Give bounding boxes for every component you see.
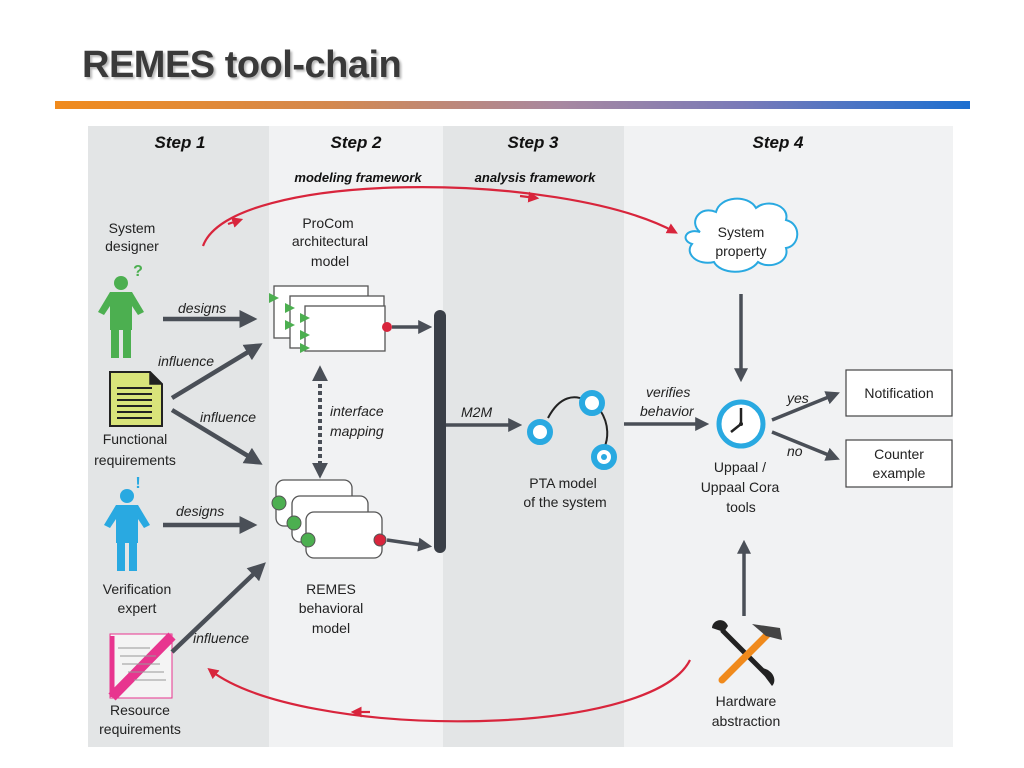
- procom-label-1: ProCom: [302, 215, 353, 231]
- hardware-label-2: abstraction: [712, 713, 780, 729]
- influence-arrow-2: [170, 408, 263, 465]
- pta-label-2: of the system: [523, 494, 606, 510]
- modeling-framework-label: modeling framework: [294, 170, 422, 185]
- notification-label: Notification: [864, 385, 933, 401]
- verifies-label-1: verifies: [646, 384, 690, 400]
- step2-band: [269, 126, 443, 747]
- top-arc-mid-arrow-2: [519, 191, 540, 203]
- influence-arrow-1: [170, 343, 263, 400]
- counter-example-box: [845, 439, 953, 488]
- procom-label-3: model: [311, 253, 349, 269]
- influence-label-1: influence: [158, 353, 214, 369]
- remes-label-3: model: [312, 620, 350, 636]
- uppaal-label-2: Uppaal Cora: [701, 479, 780, 495]
- yes-label: yes: [786, 390, 809, 406]
- procom-component-stack: [269, 285, 392, 353]
- uppaal-clock-icon: [716, 399, 766, 449]
- resource-requirements-label-2: requirements: [99, 721, 181, 737]
- hardware-tools-icon: [712, 620, 782, 686]
- functional-requirements-label-2: requirements: [94, 452, 176, 468]
- step2-label: Step 2: [330, 133, 382, 152]
- step4-band: [624, 126, 953, 747]
- title-rule: [55, 101, 970, 109]
- merge-bus: [434, 310, 446, 553]
- designs-label-2: designs: [176, 503, 224, 519]
- influence-label-2: influence: [200, 409, 256, 425]
- uppaal-label-3: tools: [726, 499, 756, 515]
- exclamation-mark-icon: !: [135, 475, 140, 492]
- verification-expert-label-2: expert: [118, 600, 157, 616]
- analysis-framework-label: analysis framework: [475, 170, 596, 185]
- hardware-label-1: Hardware: [716, 693, 777, 709]
- step1-label: Step 1: [154, 133, 205, 152]
- bottom-feedback-arc: [207, 659, 691, 723]
- pta-automaton-icon: [527, 390, 617, 470]
- designs-label-1: designs: [178, 300, 226, 316]
- step3-label: Step 3: [507, 133, 559, 152]
- pta-label-1: PTA model: [529, 475, 596, 491]
- system-property-label-2: property: [715, 243, 766, 259]
- resource-requirements-label-1: Resource: [110, 702, 170, 718]
- remes-label-2: behavioral: [299, 600, 364, 616]
- step4-label: Step 4: [752, 133, 804, 152]
- counter-example-label-2: example: [873, 465, 926, 481]
- verifies-label-2: behavior: [640, 403, 695, 419]
- counter-example-label-1: Counter: [874, 446, 924, 462]
- interface-mapping-label-2: mapping: [330, 423, 384, 439]
- remes-label-1: REMES: [306, 581, 356, 597]
- top-arc-mid-arrow-1: [227, 217, 244, 228]
- no-label: no: [787, 443, 803, 459]
- influence-arrow-3: [170, 562, 266, 654]
- system-property-label-1: System: [718, 224, 765, 240]
- interface-mapping-label-1: interface: [330, 403, 384, 419]
- remes-component-stack: [271, 479, 387, 559]
- verification-expert-label-1: Verification: [103, 581, 171, 597]
- system-designer-label-2: designer: [105, 238, 159, 254]
- resource-requirements-doc-icon: [108, 632, 176, 701]
- system-designer-label-1: System: [109, 220, 156, 236]
- m2m-label: M2M: [461, 404, 492, 420]
- uppaal-label-1: Uppaal /: [714, 459, 766, 475]
- question-mark-icon: ?: [133, 263, 143, 280]
- slide-title: REMES tool-chain: [82, 44, 402, 86]
- top-feedback-arc: [201, 186, 678, 247]
- system-designer-person-icon: [98, 276, 144, 358]
- functional-requirements-label-1: Functional: [103, 431, 168, 447]
- remes-to-bus-arrow: [386, 537, 433, 552]
- influence-label-3: influence: [193, 630, 249, 646]
- yes-arrow: [771, 391, 840, 422]
- functional-requirements-doc-icon: [109, 371, 163, 427]
- notification-box: [845, 369, 953, 417]
- system-property-cloud-icon: [684, 197, 799, 273]
- no-arrow: [771, 430, 840, 461]
- procom-label-2: architectural: [292, 233, 368, 249]
- verification-expert-person-icon: [104, 489, 150, 571]
